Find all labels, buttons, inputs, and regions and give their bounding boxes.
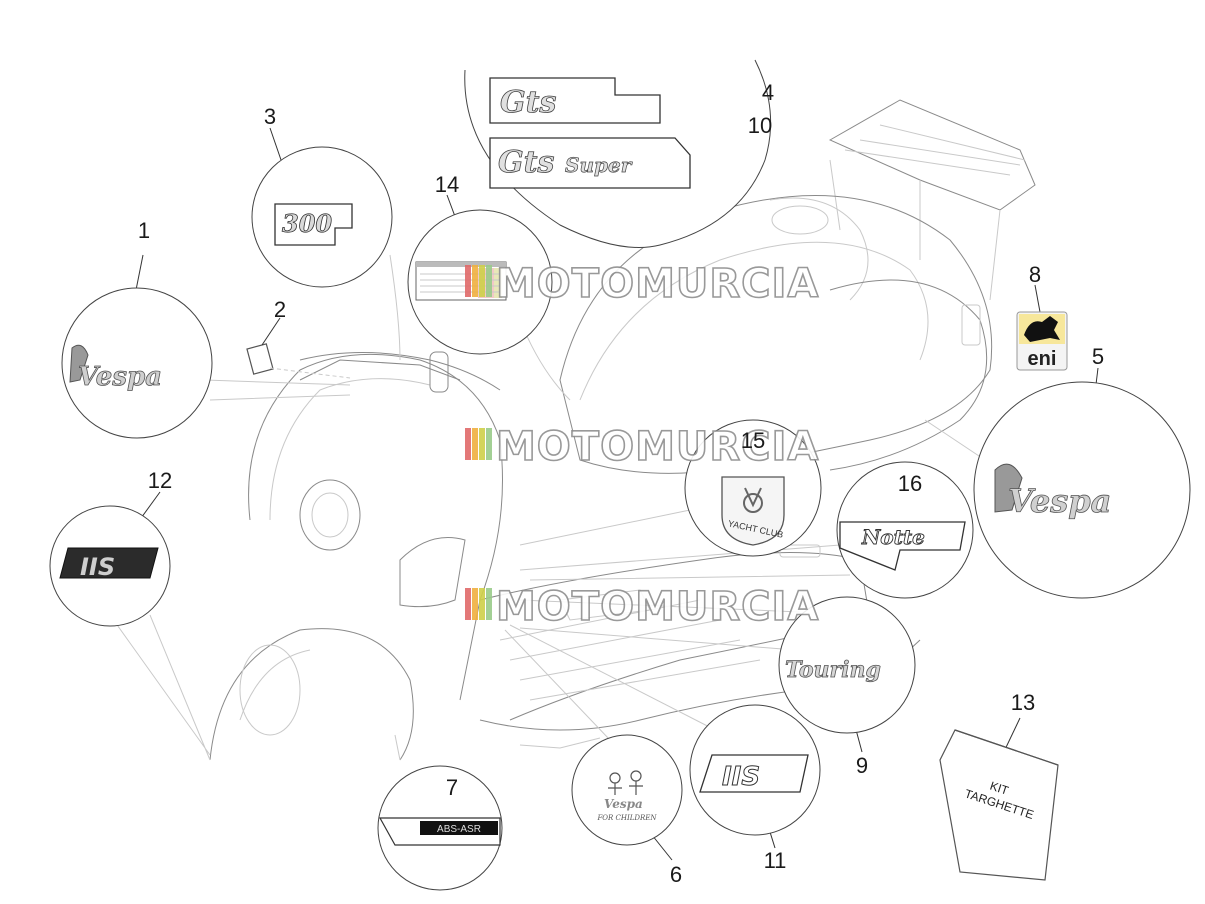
callout-10: 10 xyxy=(748,113,772,138)
watermarks: MOTOMURCIA MOTOMURCIA MOTOMURCIA xyxy=(465,260,819,631)
callout-11: 11 xyxy=(764,848,787,873)
detail-touring: Touring xyxy=(778,596,916,734)
detail-gts: Gts Gts Super xyxy=(464,59,772,248)
vespa-badge-side: Vespa xyxy=(1008,482,1111,520)
watermark-bottom: MOTOMURCIA xyxy=(465,583,819,631)
detail-notte: Notte xyxy=(836,461,974,599)
callout-16: 16 xyxy=(898,471,922,496)
children-figures-icon xyxy=(608,770,643,795)
vespa-children-script: Vespa xyxy=(604,797,643,811)
abs-asr-badge: ABS-ASR xyxy=(437,824,481,835)
badge-300: 300 xyxy=(282,209,332,238)
decal-kit-envelope-icon: KIT TARGHETTE xyxy=(939,729,1059,881)
callout-5: 5 xyxy=(1092,344,1104,369)
ie-badge-outline: IIS xyxy=(722,762,760,792)
detail-ie-black: IIS xyxy=(49,505,171,627)
callout-14: 14 xyxy=(435,172,459,197)
callout-1: 1 xyxy=(138,218,150,243)
callout-12: 12 xyxy=(148,468,172,493)
callout-4: 4 xyxy=(762,80,774,105)
detail-vespa-side: Vespa xyxy=(973,381,1191,599)
watermark-text-top: MOTOMURCIA xyxy=(496,261,819,307)
callout-8: 8 xyxy=(1029,262,1041,287)
detail-for-children: Vespa FOR CHILDREN xyxy=(571,734,683,846)
watermark-top: MOTOMURCIA xyxy=(465,260,819,308)
detail-300: 300 xyxy=(251,146,393,288)
detail-ie-outline: IIS xyxy=(689,704,821,836)
gts-badge: Gts xyxy=(500,85,556,120)
detail-vespa-front: Vespa xyxy=(61,287,213,439)
watermark-text-bottom: MOTOMURCIA xyxy=(496,584,819,630)
detail-yacht-club: YACHT CLUB xyxy=(684,419,822,557)
callout-13: 13 xyxy=(1011,690,1035,715)
detail-abs-asr: ABS-ASR xyxy=(377,765,503,891)
callout-6: 6 xyxy=(670,862,682,887)
vespa-badge-front: Vespa xyxy=(78,362,162,392)
callout-numbers: 1 2 3 4 5 6 7 8 9 10 11 12 13 14 15 16 xyxy=(138,80,1104,887)
callout-3: 3 xyxy=(264,104,276,129)
touring-badge: Touring xyxy=(785,657,881,683)
gts-super-badge: Gts xyxy=(498,145,554,180)
callout-9: 9 xyxy=(856,753,868,778)
kit-label: KIT xyxy=(988,779,1011,798)
watermark-middle: MOTOMURCIA xyxy=(465,423,819,471)
callout-7: 7 xyxy=(446,775,458,800)
ie-badge-black: IIS xyxy=(80,553,115,581)
super-badge-text: Super xyxy=(565,153,633,177)
eni-dog-icon xyxy=(1024,316,1060,342)
watermark-text-middle: MOTOMURCIA xyxy=(496,424,819,470)
callout-2: 2 xyxy=(274,297,286,322)
for-children-text: FOR CHILDREN xyxy=(596,814,657,822)
notte-badge: Notte xyxy=(861,525,925,549)
detail-eni: eni xyxy=(1016,311,1068,371)
callout-15: 15 xyxy=(741,428,765,453)
eni-label: eni xyxy=(1028,348,1057,370)
